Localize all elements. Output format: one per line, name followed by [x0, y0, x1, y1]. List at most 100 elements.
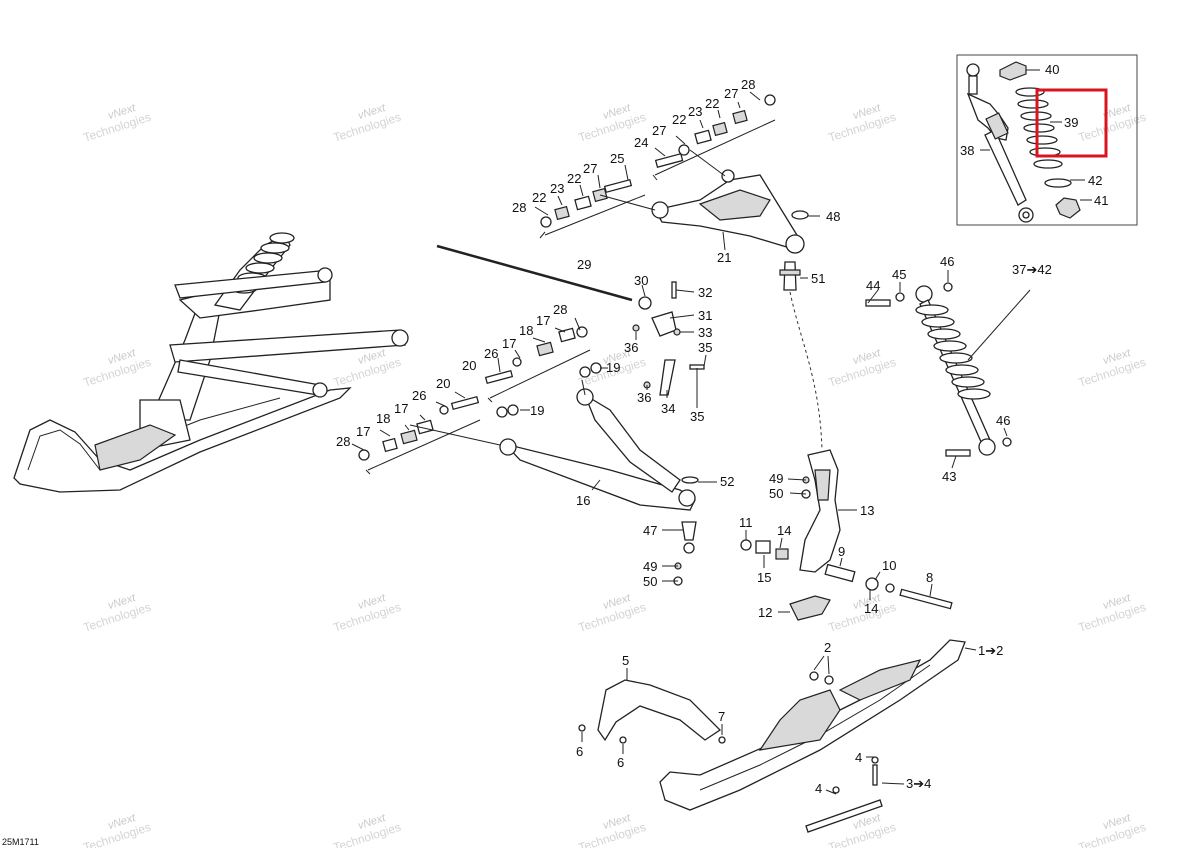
label-44: 44	[866, 278, 880, 293]
ski-runner	[805, 799, 883, 833]
shock-absorber-detail	[966, 63, 1034, 223]
label-46-a: 46	[940, 254, 954, 269]
label-48: 48	[826, 209, 840, 224]
sway-link	[659, 359, 676, 396]
label-32: 32	[698, 285, 712, 300]
label-31: 31	[698, 308, 712, 323]
label-17-a: 17	[536, 313, 550, 328]
label-27-b: 27	[652, 123, 666, 138]
label-27-c: 27	[583, 161, 597, 176]
label-22-c: 22	[567, 171, 581, 186]
sway-bar	[436, 244, 633, 302]
lower-a-arm	[499, 388, 699, 586]
label-28-c: 28	[553, 302, 567, 317]
label-22-d: 22	[532, 190, 546, 205]
label-51: 51	[811, 271, 825, 286]
coil-spring	[1015, 87, 1063, 169]
shock-assembly	[915, 285, 996, 456]
label-24: 24	[634, 135, 648, 150]
label-23-a: 23	[688, 104, 702, 119]
label-1-2: 1➔2	[978, 643, 1003, 658]
label-46-b: 46	[996, 413, 1010, 428]
label-26-b: 26	[412, 388, 426, 403]
label-17-d: 17	[356, 424, 370, 439]
label-47: 47	[643, 523, 657, 538]
label-49-b: 49	[769, 471, 783, 486]
label-35-a: 35	[698, 340, 712, 355]
label-22-b: 22	[672, 112, 686, 127]
spindle	[799, 449, 841, 573]
label-23-b: 23	[550, 181, 564, 196]
ski-assembly	[659, 639, 966, 811]
label-4-b: 4	[815, 781, 822, 796]
label-7: 7	[718, 709, 725, 724]
wear-pad	[789, 595, 831, 621]
label-45: 45	[892, 267, 906, 282]
label-20-b: 20	[436, 376, 450, 391]
label-4-a: 4	[855, 750, 862, 765]
label-33: 33	[698, 325, 712, 340]
shock-detail-box	[956, 54, 1138, 226]
highlight-box-part-39	[1035, 88, 1108, 158]
label-21: 21	[717, 250, 731, 265]
label-10: 10	[882, 558, 896, 573]
label-5: 5	[622, 653, 629, 668]
spring-seat-bottom	[1055, 197, 1081, 219]
leader-lines	[351, 91, 1008, 795]
label-20-a: 20	[462, 358, 476, 373]
label-36-b: 36	[637, 390, 651, 405]
spring-ring	[1044, 178, 1072, 188]
label-28-d: 28	[336, 434, 350, 449]
ski-loop	[597, 679, 722, 742]
label-29: 29	[577, 257, 591, 272]
label-6-a: 6	[576, 744, 583, 759]
label-42: 42	[1088, 173, 1102, 188]
label-41: 41	[1094, 193, 1108, 208]
label-50-a: 50	[643, 574, 657, 589]
label-49-a: 49	[643, 559, 657, 574]
label-19-a: 19	[606, 360, 620, 375]
label-26-a: 26	[484, 346, 498, 361]
label-40: 40	[1045, 62, 1059, 77]
label-12: 12	[758, 605, 772, 620]
label-3-4: 3➔4	[906, 776, 931, 791]
label-22-a: 22	[705, 96, 719, 111]
label-8: 8	[926, 570, 933, 585]
label-11: 11	[739, 515, 753, 530]
label-43: 43	[942, 469, 956, 484]
label-30: 30	[634, 273, 648, 288]
label-39: 39	[1064, 115, 1078, 130]
label-14-a: 14	[777, 523, 791, 538]
label-18-a: 18	[519, 323, 533, 338]
label-25: 25	[610, 151, 624, 166]
label-6-b: 6	[617, 755, 624, 770]
upper-a-arm-group	[540, 94, 809, 291]
label-28-b: 28	[512, 200, 526, 215]
label-16: 16	[576, 493, 590, 508]
assembled-suspension-view	[13, 232, 409, 493]
label-38: 38	[960, 143, 974, 158]
part-labels: 40 39 38 42 41 37➔42 28 27 22 23 22 27 2…	[2, 62, 1108, 847]
label-15: 15	[757, 570, 771, 585]
label-14-b: 14	[864, 601, 878, 616]
label-52: 52	[720, 474, 734, 489]
label-28-a: 28	[741, 77, 755, 92]
label-35-b: 35	[690, 409, 704, 424]
reference-code: 25M1711	[2, 837, 39, 847]
label-13: 13	[860, 503, 874, 518]
